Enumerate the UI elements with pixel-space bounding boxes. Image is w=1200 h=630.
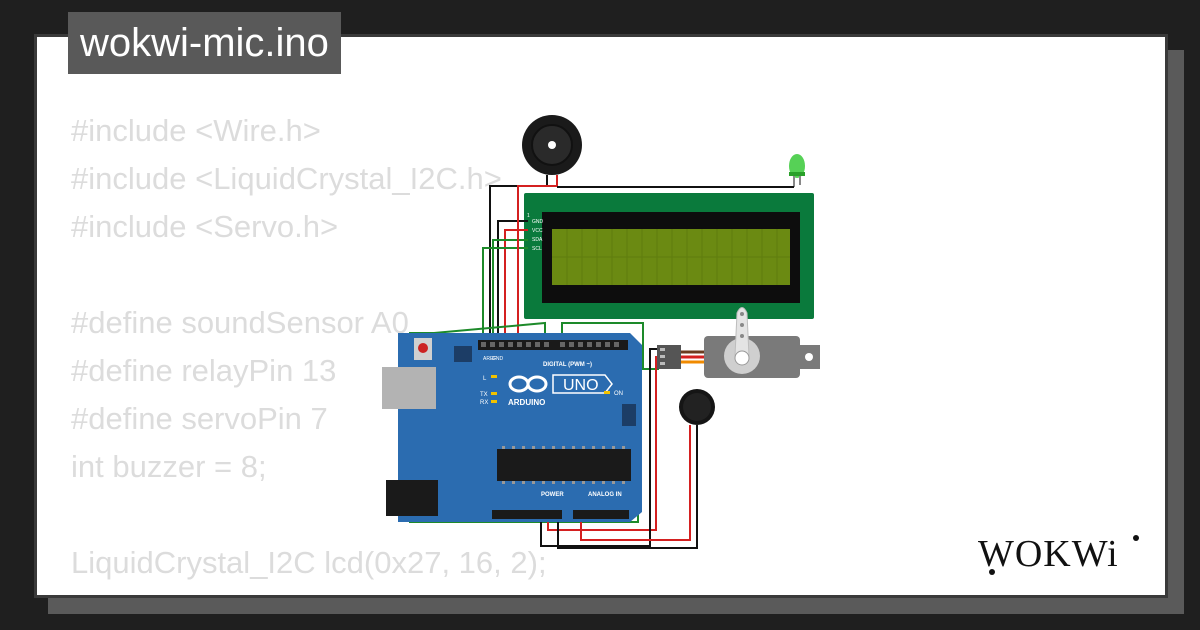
code-preview: #include <Wire.h> #include <LiquidCrysta… xyxy=(71,107,547,595)
code-line: int buzzer = 8; xyxy=(71,449,267,484)
code-line: #include <Wire.h> xyxy=(71,113,321,148)
analog-header-label: ANALOG IN xyxy=(588,492,622,498)
led[interactable] xyxy=(789,154,805,187)
arduino-brand-label: ARDUINO xyxy=(508,398,545,407)
wokwi-logo-text: WOKWi xyxy=(978,533,1119,575)
gnd-label: GND xyxy=(492,356,504,362)
arduino-logo-icon xyxy=(508,375,548,393)
wokwi-logo[interactable]: WOKWi xyxy=(976,528,1152,580)
l-led-label: L xyxy=(483,376,487,382)
code-line: #define soundSensor A0 xyxy=(71,305,409,340)
power-header-label: POWER xyxy=(541,492,564,498)
code-line: LiquidCrystal_I2C lcd(0x27, 16, 2); xyxy=(71,545,547,580)
microphone-sensor[interactable] xyxy=(679,389,715,425)
lcd-pin-gnd: GND xyxy=(532,219,544,225)
lcd-pin-vcc: VCC xyxy=(532,228,543,234)
code-line: #define relayPin 13 xyxy=(71,353,337,388)
project-title[interactable]: wokwi-mic.ino xyxy=(68,12,341,74)
wires xyxy=(409,185,794,549)
on-label: ON xyxy=(614,391,623,397)
tx-label: TX xyxy=(480,392,488,398)
code-line: #define servoPin 7 xyxy=(71,401,328,436)
board-model-label: UNO xyxy=(563,377,599,394)
rx-label: RX xyxy=(480,400,488,406)
lcd-pin-sda: SDA xyxy=(532,237,543,243)
aref-label: AREF xyxy=(483,356,496,362)
lcd-pin-one-marker: 1 xyxy=(527,213,530,219)
lcd-pin-scl: SCL xyxy=(532,246,542,252)
lcd-display[interactable]: 1 GND VCC SDA SCL xyxy=(524,193,814,319)
buzzer[interactable] xyxy=(522,115,582,186)
code-line: #include <LiquidCrystal_I2C.h> xyxy=(71,161,502,196)
code-line: #include <Servo.h> xyxy=(71,209,339,244)
digital-header-label: DIGITAL (PWM ~) xyxy=(543,362,592,368)
servo-motor[interactable] xyxy=(657,307,820,379)
arduino-uno-board[interactable]: DIGITAL (PWM ~) AREF GND UNO ARDUINO ON … xyxy=(382,333,642,522)
code-line: S xyxy=(71,587,547,595)
